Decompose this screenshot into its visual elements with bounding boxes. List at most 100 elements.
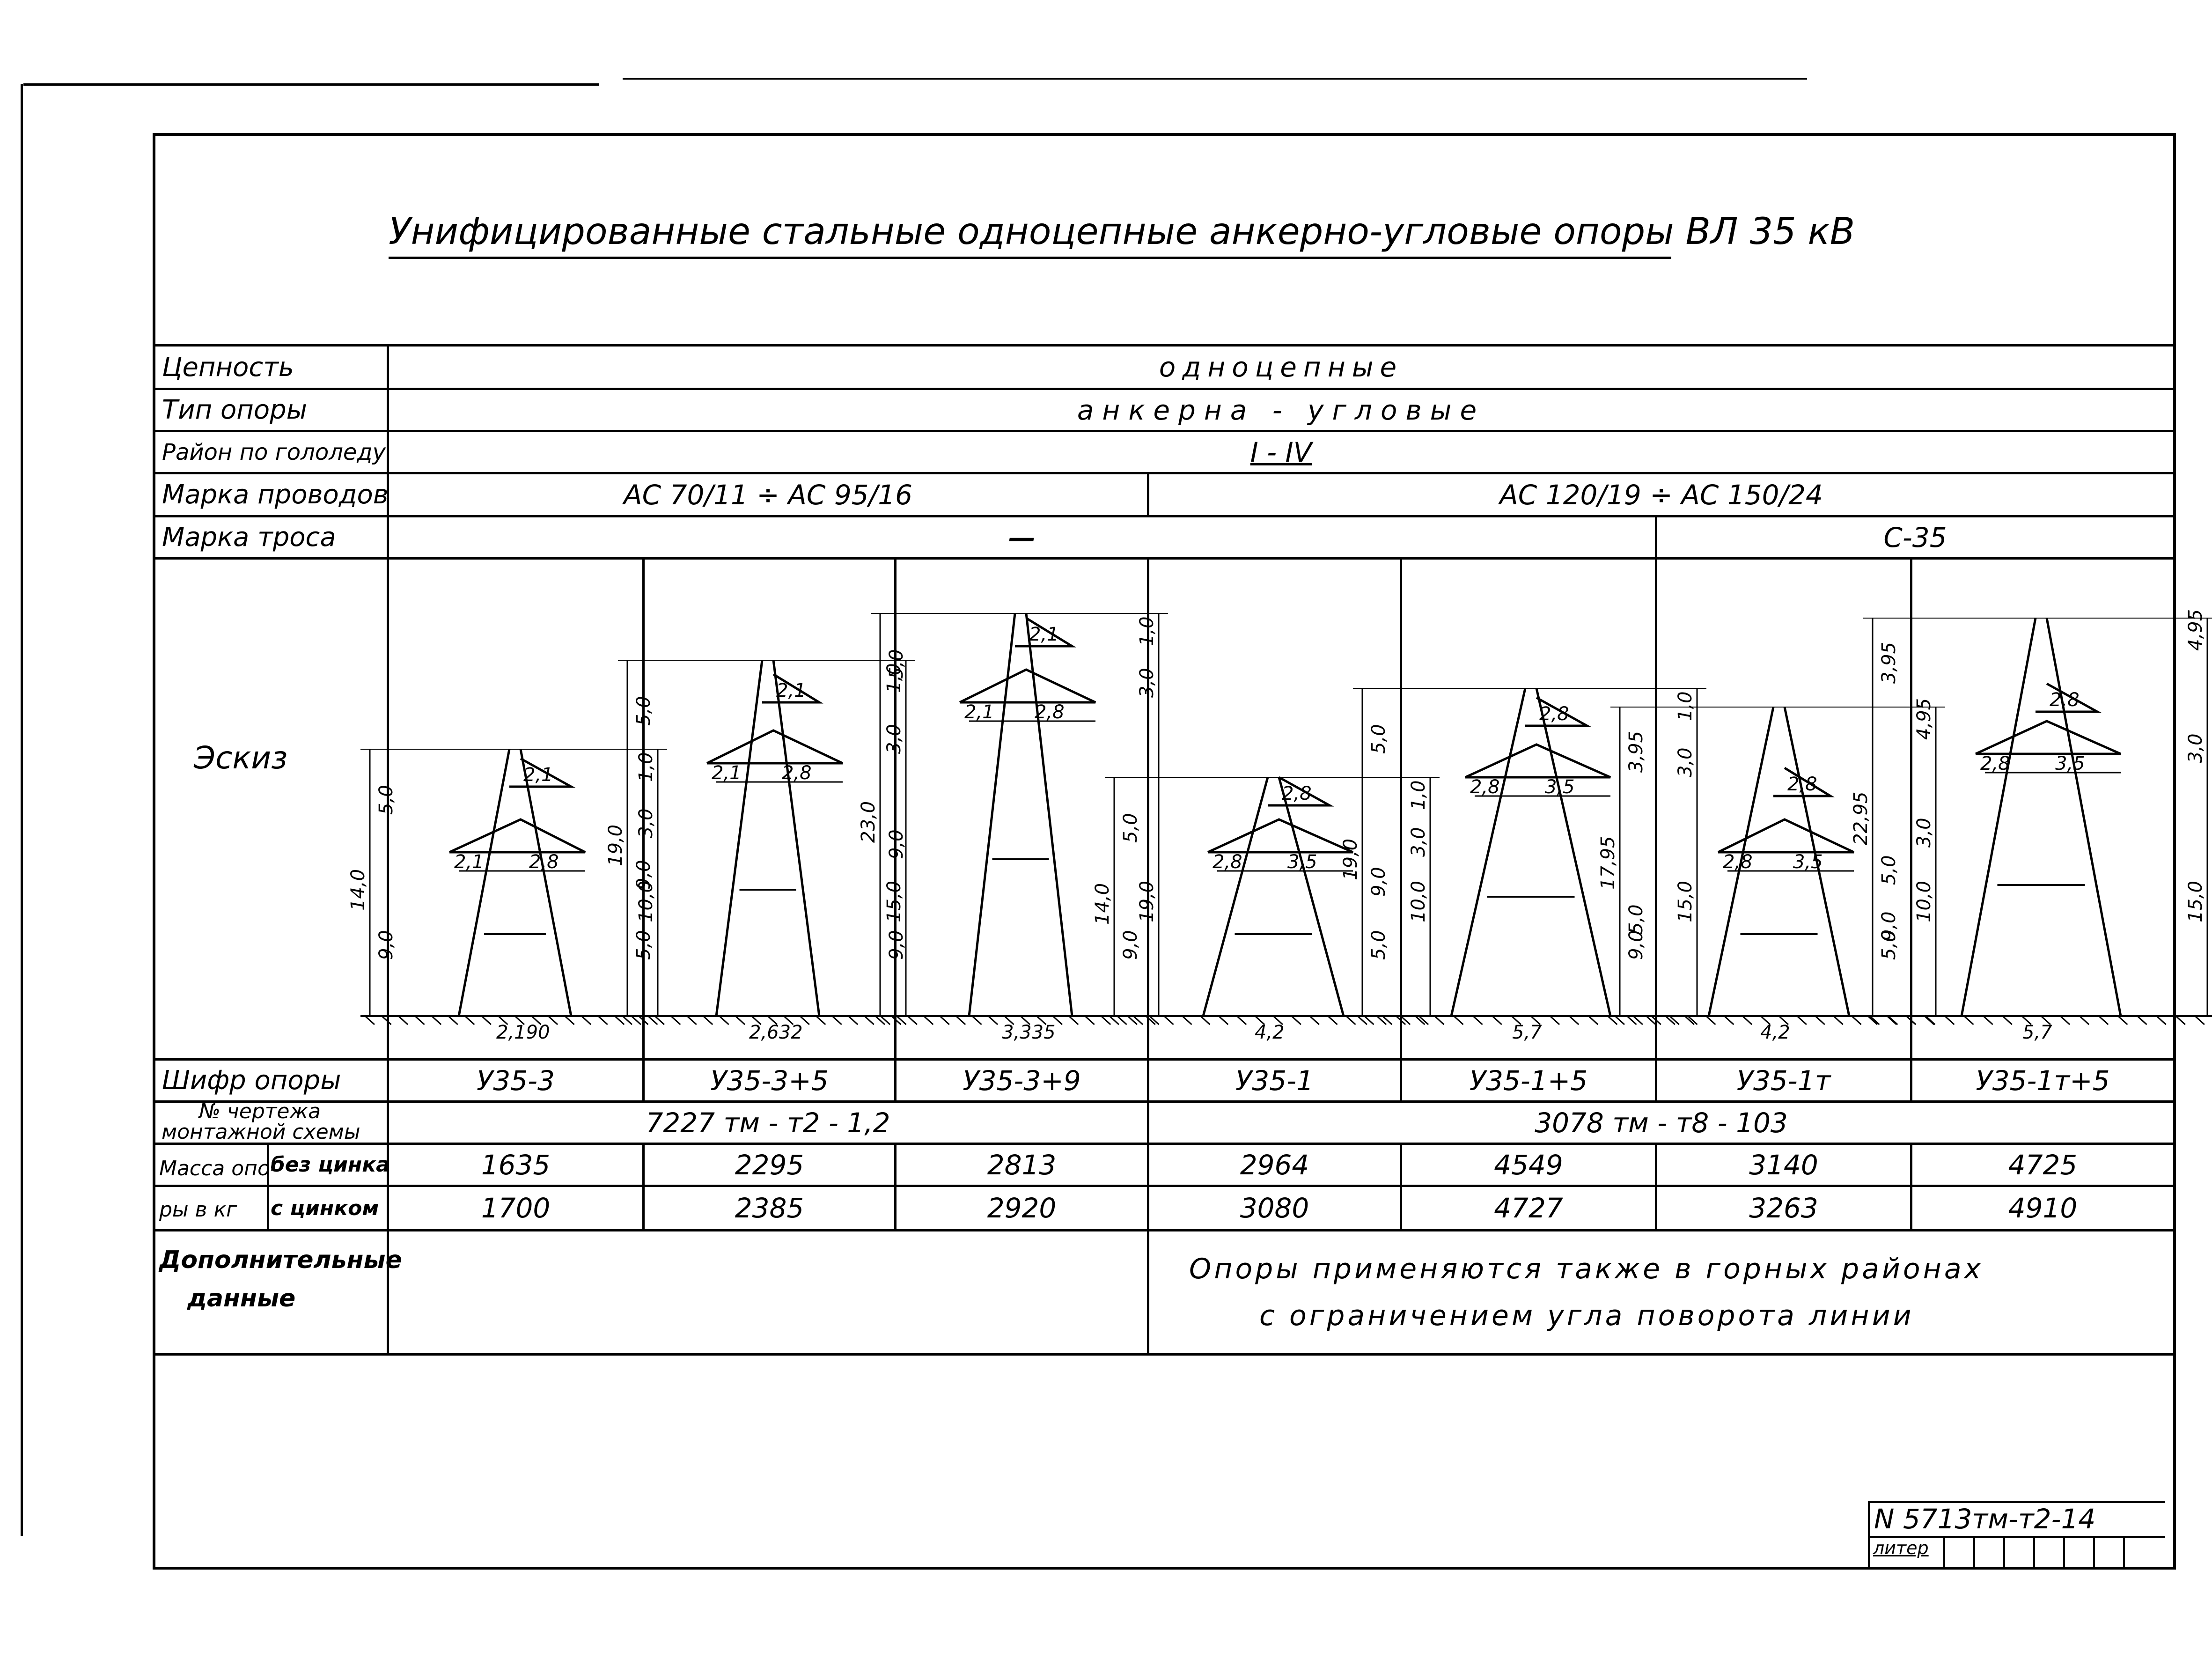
ground-hatch: [923, 1015, 934, 1025]
crossarm-label: 2,1: [712, 762, 742, 784]
ground-hatch: [1815, 1015, 1825, 1025]
dimension-label: 5,0: [633, 930, 654, 960]
table-vline-col-mass: [1655, 1143, 1657, 1229]
ground-hatch: [1236, 1015, 1247, 1025]
ground-hatch: [1742, 1015, 1753, 1025]
ground-hatch: [1626, 1015, 1637, 1025]
base-label: 2,190: [496, 1022, 550, 1043]
dimension-label: 19,0: [1136, 881, 1158, 922]
dimension-label: 5,0: [1625, 904, 1647, 934]
ground-hatch: [1867, 1015, 1878, 1025]
dimension-label: 15,0: [883, 881, 905, 922]
ground-hatch: [1133, 1015, 1144, 1025]
label-drawing-2: монтажной схемы: [162, 1120, 360, 1144]
mass-zinc-cell: 4910: [2008, 1192, 2078, 1224]
tower-leg-right: [772, 660, 821, 1017]
dimension-label: 19,0: [1340, 839, 1361, 880]
base-label: 5,7: [2022, 1022, 2052, 1043]
stamp-number: N 5713тм-т2-14: [1870, 1503, 2165, 1538]
ground-hatch: [2021, 1015, 2032, 1025]
label-drawing: № чертежа монтажной схемы: [162, 1101, 386, 1143]
ground-hatch: [1669, 1015, 1680, 1025]
value-ice: I - IV: [1250, 436, 1312, 468]
ground-hatch: [1453, 1015, 1464, 1025]
crossarm-label: 2,8: [529, 851, 559, 873]
ground-hatch: [875, 1015, 886, 1025]
outer-top-line-2: [623, 78, 1807, 80]
tower-leg-right: [1783, 707, 1851, 1017]
frame-top: [154, 133, 2176, 136]
dimension-label: 17,95: [1597, 836, 1619, 890]
ground-hatch: [939, 1015, 950, 1025]
table-hline: [154, 472, 2176, 474]
dimension-label: 3,0: [883, 724, 905, 754]
dimension-label: 3,95: [1878, 642, 1900, 684]
dimension-label: 5,0: [375, 785, 397, 815]
dimension-label: 1,0: [1136, 616, 1158, 646]
mass-no-zinc-cell: 2964: [1240, 1149, 1309, 1181]
dimension-label: 14,0: [1092, 883, 1113, 925]
crossarm-label: 2,1: [964, 701, 994, 723]
ground-hatch: [1396, 1015, 1406, 1025]
ground-hatch: [1200, 1015, 1211, 1025]
ground-hatch: [1687, 1015, 1698, 1025]
ground-hatch: [448, 1015, 458, 1025]
ground-hatch: [751, 1015, 762, 1025]
label-mass-1: Масса опо-: [159, 1157, 278, 1180]
table-hline: [154, 430, 2176, 432]
value-wire-1: АС 70/11 ÷ АС 95/16: [624, 479, 912, 511]
label-drawing-1: № чертежа: [199, 1099, 321, 1123]
ground-hatch: [1327, 1015, 1338, 1025]
ground-hatch: [1309, 1015, 1320, 1025]
stamp: N 5713тм-т2-14 литер: [1868, 1501, 2165, 1569]
ground-hatch: [1382, 1015, 1393, 1025]
ground-hatch: [1705, 1015, 1716, 1025]
mass-no-zinc-cell: 3140: [1749, 1149, 1818, 1181]
label-cable: Марка троса: [162, 522, 336, 553]
ground-hatch: [1357, 1015, 1368, 1025]
crossarm-label: 2,8: [1787, 774, 1817, 795]
ground-hatch: [1376, 1015, 1387, 1025]
ground-hatch: [1182, 1015, 1192, 1025]
crossarm-bottom: [706, 729, 844, 765]
value-cable-1: —: [1008, 521, 1036, 553]
label-extra-2: данные: [187, 1284, 296, 1312]
base-label: 4,2: [1760, 1022, 1790, 1043]
ground-hatch: [1887, 1015, 1897, 1025]
ground-hatch: [1020, 1015, 1031, 1025]
table-vline-col: [894, 557, 897, 1100]
ground-hatch: [1036, 1015, 1047, 1025]
dimension-label: 9,0: [1120, 930, 1141, 960]
label-wire: Марка проводов: [162, 479, 389, 510]
table-vline-col: [1655, 557, 1657, 1100]
dimension-label: 5,0: [1878, 855, 1900, 885]
mass-zinc-cell: 2920: [987, 1192, 1057, 1224]
ground-hatch: [1760, 1015, 1771, 1025]
crossarm-bottom: [1717, 818, 1855, 854]
ground-hatch: [2194, 1015, 2205, 1025]
ground-hatch: [1163, 1015, 1174, 1025]
table-vline-cable: [1655, 515, 1657, 557]
ground-hatch: [2137, 1015, 2147, 1025]
ground-hatch: [1588, 1015, 1599, 1025]
tower-leg-left: [1960, 618, 2037, 1017]
ground-hatch: [1614, 1015, 1625, 1025]
dimension-label: 5,0: [1368, 724, 1389, 754]
ground-hatch: [1651, 1015, 1661, 1025]
dimension-label: 3,0: [1675, 747, 1696, 777]
crossarm-label: 2,8: [1980, 753, 2010, 774]
ground-hatch: [1472, 1015, 1483, 1025]
ground-hatch: [955, 1015, 966, 1025]
ground-hatch: [1272, 1015, 1284, 1025]
ground-hatch: [1530, 1015, 1541, 1025]
ground-hatch: [1925, 1015, 1936, 1025]
dimension-label: 3,0: [1913, 818, 1935, 848]
crossarm-label: 2,1: [776, 680, 806, 701]
table-hline: [154, 1353, 2176, 1356]
dimension-label: 22,95: [1850, 791, 1872, 845]
tower-leg-right: [519, 749, 573, 1017]
drawing-value-1: 7227 тм - т2 - 1,2: [646, 1106, 890, 1139]
dimension-label: 5,0: [1368, 930, 1389, 960]
ground-hatch: [597, 1015, 608, 1025]
ground-hatch: [1149, 1015, 1160, 1025]
